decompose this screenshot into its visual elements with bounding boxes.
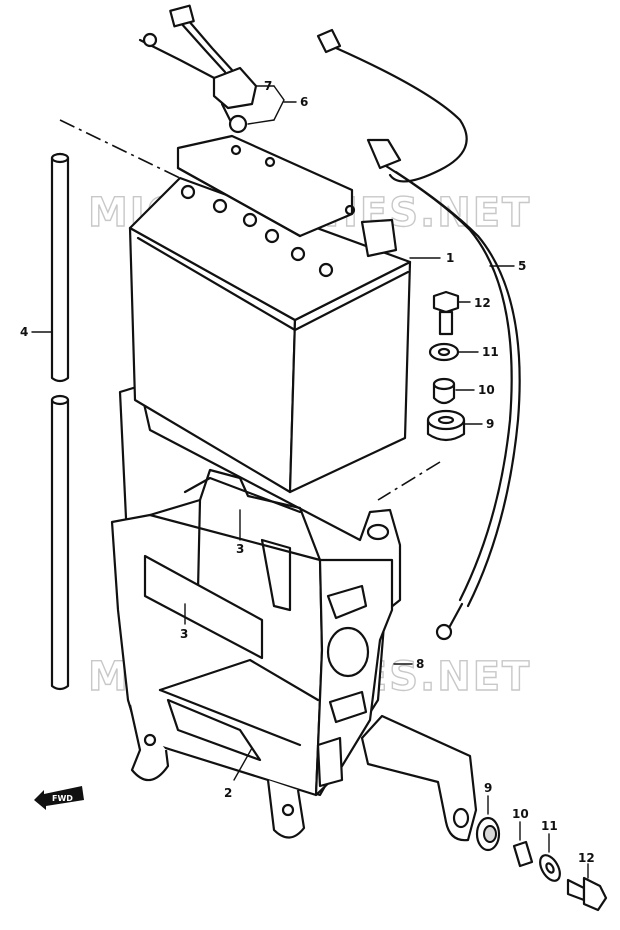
upper-hardware bbox=[426, 290, 466, 442]
callout-9-lower: 9 bbox=[484, 781, 492, 795]
forward-arrow-icon: FWD bbox=[34, 786, 84, 810]
vent-tube bbox=[50, 119, 216, 691]
callout-5: 5 bbox=[518, 259, 526, 273]
battery-holder-bracket bbox=[110, 384, 402, 839]
lower-plate bbox=[166, 698, 262, 762]
callout-11-lower: 11 bbox=[541, 819, 558, 833]
callout-3-upper: 3 bbox=[236, 542, 244, 556]
ground-lead-cable bbox=[316, 28, 521, 641]
callout-2: 2 bbox=[224, 786, 232, 800]
callout-7: 7 bbox=[264, 79, 272, 93]
forward-badge-text: FWD bbox=[52, 794, 73, 803]
callout-10-upper: 10 bbox=[478, 383, 495, 397]
callout-4: 4 bbox=[20, 325, 28, 339]
callout-8: 8 bbox=[416, 657, 424, 671]
callout-3-lower: 3 bbox=[180, 627, 188, 641]
callout-6: 6 bbox=[300, 95, 308, 109]
mount-arm bbox=[360, 714, 478, 842]
battery bbox=[128, 134, 441, 501]
lower-hardware bbox=[475, 816, 608, 912]
callout-9-upper: 9 bbox=[486, 417, 494, 431]
callout-12-lower: 12 bbox=[578, 851, 595, 865]
callout-11-upper: 11 bbox=[482, 345, 499, 359]
wire-harness-connector bbox=[138, 4, 285, 134]
callout-12-upper: 12 bbox=[474, 296, 491, 310]
callout-1: 1 bbox=[446, 251, 454, 265]
callouts: 1 2 3 3 4 5 6 7 8 9 10 11 12 9 10 11 12 bbox=[20, 79, 595, 879]
callout-10-lower: 10 bbox=[512, 807, 529, 821]
